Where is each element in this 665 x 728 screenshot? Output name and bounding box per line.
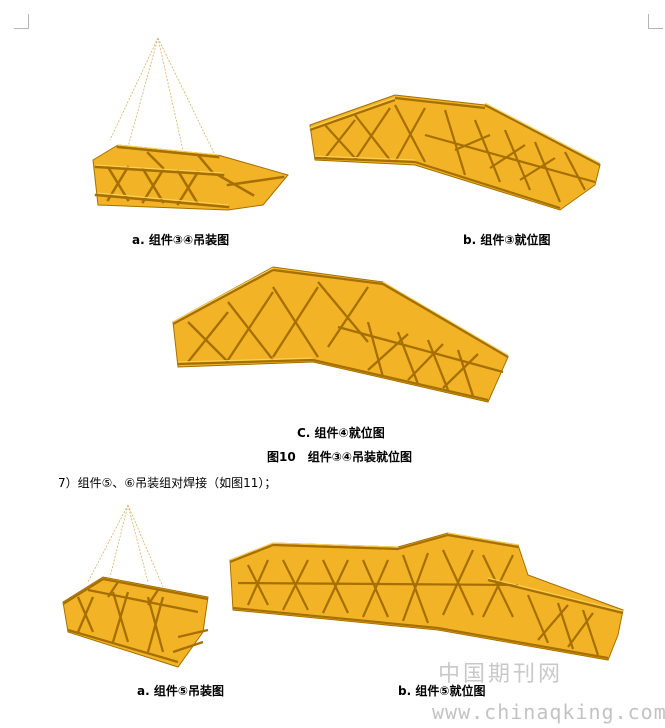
step-7-text: 7）组件⑤、⑥吊装组对焊接（如图11）； (58, 476, 277, 490)
figure-11a-caption: a. 组件⑤吊装图 (137, 684, 224, 698)
watermark-url: www.chinaqking.com (432, 700, 665, 724)
figure-a-caption: a. 组件③④吊装图 (132, 233, 230, 247)
figure-b-caption: b. 组件③就位图 (463, 233, 551, 247)
truss-in-place-figure-c (172, 266, 509, 403)
truss-in-place-figure-11b (229, 532, 624, 661)
truss-body (92, 144, 289, 211)
figure-c-caption: C. 组件④就位图 (297, 426, 385, 440)
truss-lifting-figure-a (92, 37, 289, 211)
figure-11b-caption: b. 组件⑤就位图 (398, 684, 486, 698)
truss-lifting-figure-11a (62, 504, 209, 668)
watermark-chinese: 中国期刊网 (438, 662, 564, 687)
truss-in-place-figure-b (309, 94, 601, 211)
lifting-cables (109, 37, 217, 158)
page-corner-mark-left (14, 14, 29, 29)
figure-10-title: 图10 组件③④吊装就位图 (267, 450, 413, 464)
page-corner-mark-right (648, 14, 663, 29)
